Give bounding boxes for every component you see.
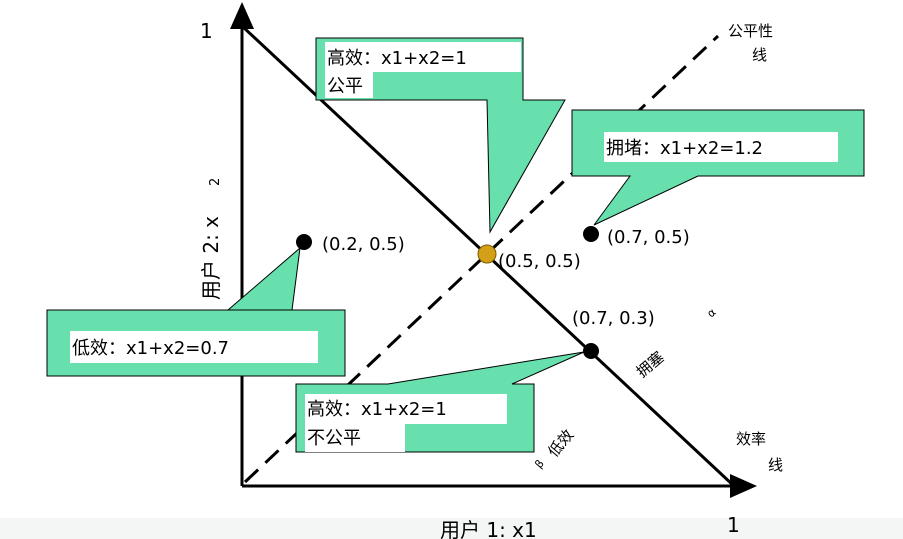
point-label-0-7-0-5: (0.7, 0.5)	[607, 227, 690, 248]
beta-mark: β	[532, 457, 546, 471]
callout-efficient-fair: 高效：x1+x2=1 公平	[315, 37, 566, 234]
low-efficiency-region-label: 低效	[544, 426, 577, 461]
point-0-5-0-5	[477, 244, 497, 264]
callout-congestion: 拥堵：x1+x2=1.2	[571, 109, 865, 226]
callout-inefficient: 低效：x1+x2=0.7	[46, 246, 346, 377]
callout-efficient-fair-line1: 高效：x1+x2=1	[327, 48, 467, 69]
efficiency-line-label-1: 效率	[736, 430, 766, 448]
callout-inefficient-line1: 低效：x1+x2=0.7	[72, 338, 229, 359]
y-axis-subscript: 2	[208, 178, 223, 186]
callout-efficient-unfair-line1: 高效：x1+x2=1	[307, 399, 447, 420]
callout-efficient-unfair-line2: 不公平	[307, 428, 361, 449]
efficiency-line-label-2: 线	[768, 456, 783, 474]
y-axis-label: 用户 2: x	[199, 216, 223, 300]
callout-efficient-fair-line2: 公平	[327, 76, 363, 97]
x-axis-label: 用户 1: x1	[440, 518, 537, 539]
x-axis-max-label: 1	[727, 513, 740, 537]
fairness-line-label-2: 线	[752, 46, 767, 64]
y-axis-max-label: 1	[200, 19, 213, 43]
footer-band	[0, 518, 903, 539]
callout-efficient-unfair: 高效：x1+x2=1 不公平	[295, 351, 585, 453]
callout-congestion-line1: 拥堵：x1+x2=1.2	[606, 138, 763, 159]
point-0-7-0-3	[583, 343, 599, 359]
congestion-region-label: 拥塞	[633, 348, 668, 381]
point-label-0-2-0-5: (0.2, 0.5)	[322, 234, 405, 255]
fairness-line-label-1: 公平性	[728, 22, 773, 40]
point-label-0-7-0-3: (0.7, 0.3)	[572, 308, 655, 329]
point-0-7-0-5	[583, 226, 599, 242]
point-label-0-5-0-5: (0.5, 0.5)	[498, 251, 581, 272]
alpha-mark: α	[705, 306, 719, 321]
point-0-2-0-5	[296, 234, 312, 250]
